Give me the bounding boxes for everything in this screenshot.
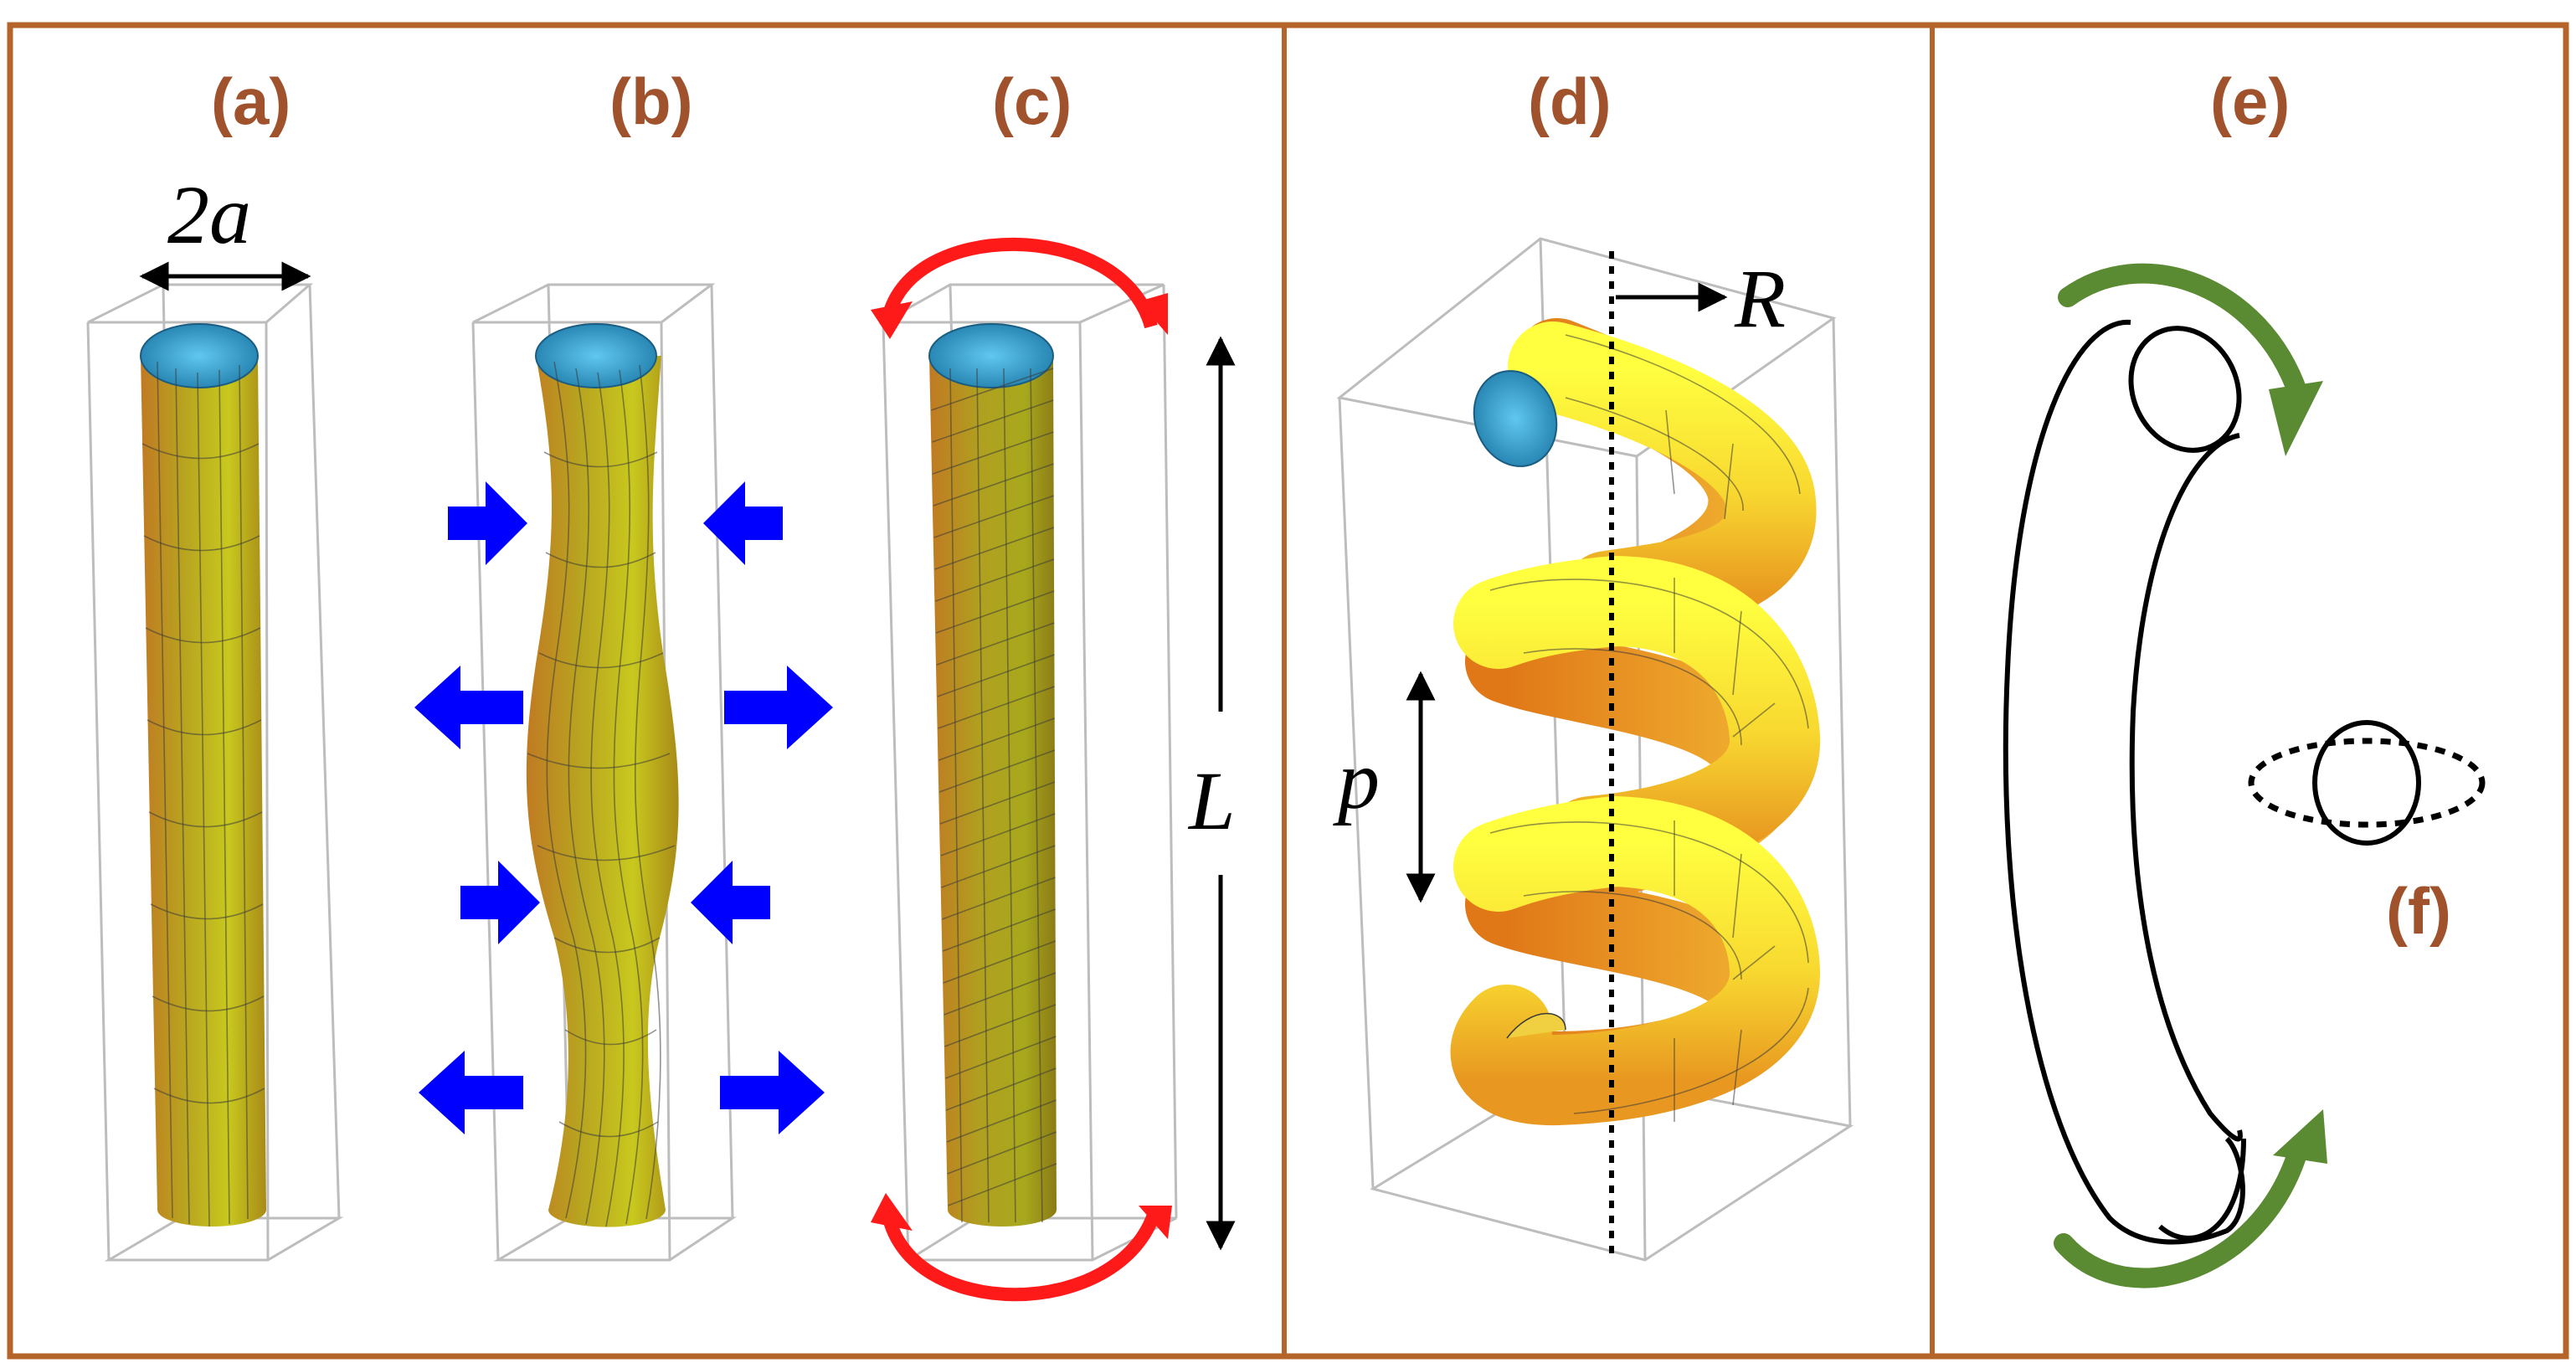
- panel-d: (d): [1333, 64, 1854, 1262]
- rotation-arrows: [2054, 263, 2308, 1288]
- twist-grid-line: [941, 845, 1056, 888]
- pitch-label: p: [1333, 733, 1380, 826]
- inward-arrow-right-1: [703, 481, 783, 565]
- axial-grid-line: [1030, 368, 1043, 1223]
- rotation-arrowhead-bottom: [2273, 1109, 2327, 1164]
- original-cross-section: [2312, 720, 2421, 846]
- twist-grid-line: [933, 495, 1054, 538]
- twist-arrowhead-bottom-left: [871, 1193, 913, 1231]
- panel-b-label: (b): [609, 64, 693, 138]
- twist-grid-line: [935, 558, 1055, 602]
- twisted-cylinder: [928, 323, 1057, 1227]
- rotation-arrow-top: [2058, 263, 2308, 404]
- twist-grid-line: [948, 1163, 1057, 1206]
- outward-arrow-right-1: [724, 666, 833, 749]
- length-label: L: [1187, 754, 1236, 847]
- rotation-arrowhead-top: [2269, 381, 2323, 456]
- twist-grid-line: [935, 590, 1055, 634]
- pitch-annotation: p: [1333, 671, 1436, 903]
- outward-arrow-left-2: [419, 1051, 523, 1134]
- diameter-annotation: 2a: [139, 168, 311, 291]
- twist-grid-line: [946, 1099, 1057, 1143]
- twist-arrow-top: [881, 237, 1158, 329]
- inward-arrow-left-1: [448, 481, 527, 565]
- panel-e-label: (e): [2210, 64, 2290, 138]
- length-annotation: L: [1187, 336, 1236, 1251]
- twist-grid-line: [944, 1036, 1057, 1079]
- panel-a: (a): [86, 64, 344, 1262]
- rotation-arrowheads: [2269, 381, 2327, 1164]
- panel-c: (c) L: [871, 64, 1236, 1302]
- twist-grid-line: [940, 813, 1056, 856]
- twist-grid-line: [933, 463, 1054, 507]
- squeezed-cylinder: [526, 323, 679, 1227]
- twist-grid-line: [947, 1131, 1057, 1175]
- twist-grid-line: [943, 940, 1057, 984]
- deformed-cross-section: [2248, 738, 2486, 828]
- outward-arrow-left-1: [414, 666, 523, 749]
- twist-grid-line: [932, 431, 1054, 475]
- rotation-arrow-bottom: [2054, 1141, 2308, 1288]
- radius-annotation: R: [1616, 252, 1786, 345]
- twist-grid-line: [931, 368, 1054, 411]
- inward-arrow-right-2: [691, 861, 770, 944]
- straight-cylinder: [140, 323, 266, 1227]
- panel-a-label: (a): [211, 64, 291, 138]
- twist-arrowhead-top-right: [1139, 293, 1168, 335]
- twist-grid-line: [934, 527, 1055, 570]
- bent-tube-outline: [2003, 319, 2246, 1245]
- panel-d-label: (d): [1528, 64, 1612, 138]
- inward-arrow-left-2: [460, 861, 540, 944]
- panel-b: (b): [414, 64, 833, 1262]
- twist-grid-line: [944, 1004, 1057, 1047]
- panel-f-label: (f): [2386, 874, 2451, 948]
- outward-arrow-right-2: [720, 1051, 825, 1134]
- twist-arrow-bottom: [881, 1207, 1162, 1302]
- twist-arrowheads: [871, 293, 1172, 1239]
- radius-label: R: [1734, 252, 1786, 345]
- figure-frame: [7, 22, 2569, 1360]
- twist-grid-line: [944, 972, 1057, 1016]
- twist-arrowhead-top-left: [871, 301, 913, 339]
- helix-tube: [1450, 318, 1821, 1126]
- panel-f: (f): [2248, 720, 2486, 948]
- twist-arrows: [881, 237, 1162, 1302]
- twist-grid-line: [932, 399, 1054, 443]
- axial-grid-line: [949, 368, 963, 1223]
- axial-grid-line: [1003, 368, 1016, 1223]
- diameter-label: 2a: [167, 168, 251, 261]
- panel-e: (e): [2003, 64, 2327, 1288]
- axial-grid-line: [976, 368, 990, 1223]
- squeeze-arrows: [414, 481, 833, 1134]
- twist-grid-line: [942, 908, 1056, 952]
- twist-arrowhead-bottom-right: [1139, 1206, 1172, 1239]
- twist-grid-line: [945, 1067, 1057, 1111]
- panel-c-label: (c): [992, 64, 1072, 138]
- twist-grid-line: [942, 877, 1056, 920]
